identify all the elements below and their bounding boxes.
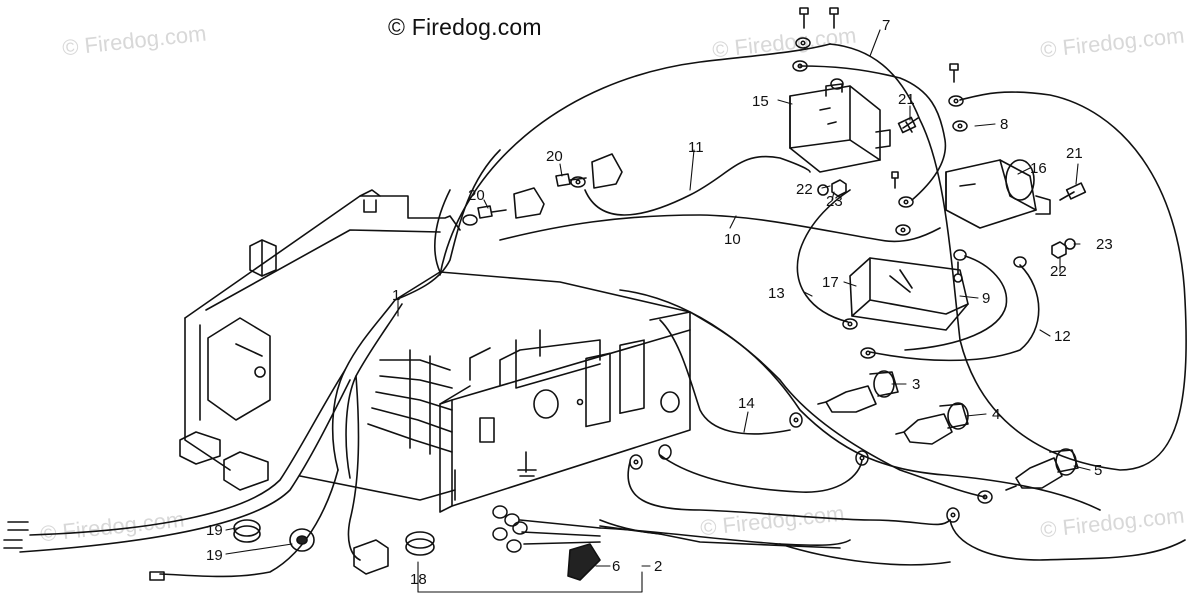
- callout-2: 2: [654, 558, 662, 575]
- callout-10: 10: [724, 231, 741, 248]
- fasteners: [477, 7, 1087, 259]
- control-box: [394, 271, 691, 513]
- cables: [439, 43, 1187, 566]
- copyright-notice: © Firedog.com: [388, 14, 542, 40]
- plug-part-3: [817, 370, 899, 413]
- callout-14: 14: [738, 395, 755, 412]
- callout-17: 17: [822, 274, 839, 291]
- callout-5: 5: [1094, 462, 1102, 479]
- callout-21-upper: 21: [898, 91, 915, 108]
- callout-18: 18: [410, 571, 427, 588]
- callout-9: 9: [982, 290, 990, 307]
- callout-13: 13: [768, 285, 785, 302]
- callout-21-right: 21: [1066, 145, 1083, 162]
- sub-harness-2: [519, 519, 841, 581]
- callout-23-right: 23: [1096, 236, 1113, 253]
- callout-3: 3: [912, 376, 920, 393]
- frame-tray: [184, 189, 461, 501]
- plug-part-4: [895, 402, 969, 445]
- callout-19-lower: 19: [206, 547, 223, 564]
- callout-16: 16: [1030, 160, 1047, 177]
- bracket-covers: [513, 153, 623, 219]
- callout-8: 8: [1000, 116, 1008, 133]
- callout-15: 15: [752, 93, 769, 110]
- callout-12: 12: [1054, 328, 1071, 345]
- grommets: [233, 519, 435, 556]
- callout-11: 11: [688, 139, 704, 156]
- relay-part-15: [789, 83, 891, 173]
- callout-7: 7: [882, 17, 890, 34]
- callout-4: 4: [992, 406, 1000, 423]
- callout-23-upper: 23: [826, 193, 843, 210]
- callout-19-upper: 19: [206, 522, 223, 539]
- leader-lines: [225, 29, 1091, 593]
- callout-20-upper: 20: [546, 148, 563, 165]
- callout-22-upper: 22: [796, 181, 813, 198]
- plug-part-5: [1005, 448, 1079, 491]
- regulator-part-17: [849, 257, 969, 331]
- wire-harness: [3, 149, 501, 581]
- callout-1: 1: [392, 287, 400, 304]
- callout-22-right: 22: [1050, 263, 1067, 280]
- relay-part-16: [945, 159, 1051, 229]
- callout-6: 6: [612, 558, 620, 575]
- callout-20-lower: 20: [468, 187, 485, 204]
- callout-labels: 1 2 3 4 5 6 7 8 9 10 11 12 13 14 15 16 1…: [206, 17, 1113, 588]
- ring-terminals: [462, 37, 1027, 553]
